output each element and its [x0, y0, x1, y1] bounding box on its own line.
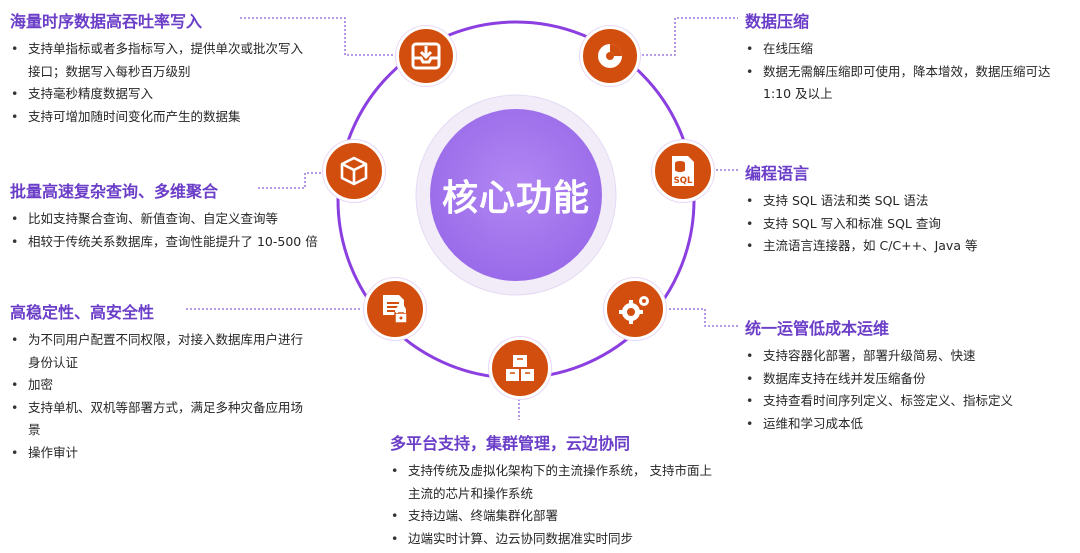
feature-title: 数据压缩: [745, 12, 810, 31]
feature-title: 编程语言: [745, 164, 810, 183]
feature-security: 高稳定性、高安全性 为不同用户配置不同权限，对接入数据库用户进行身份认证 加密 …: [10, 299, 308, 464]
list-item: 比如支持聚合查询、新值查询、自定义查询等: [10, 208, 340, 231]
feature-query: 批量高速复杂查询、多维聚合 比如支持聚合查询、新值查询、自定义查询等 相较于传统…: [10, 178, 340, 253]
list-item: 主流语言连接器，如 C/C++、Java 等: [745, 235, 1065, 258]
connector-compress: [630, 17, 738, 56]
feature-title: 多平台支持，集群管理，云边协同: [390, 434, 631, 453]
list-item: 支持单机、双机等部署方式，满足多种灾备应用场景: [10, 397, 308, 442]
list-item: 相较于传统关系数据库，查询性能提升了 10-500 倍: [10, 231, 340, 254]
list-item: 操作审计: [10, 442, 308, 465]
list-item: 数据无需解压缩即可使用，降本增效，数据压缩可达 1:10 及以上: [745, 61, 1065, 106]
list-item: 支持传统及虚拟化架构下的主流操作系统， 支持市面上主流的芯片和操作系统: [390, 460, 715, 505]
list-item: 支持查看时间序列定义、标签定义、指标定义: [745, 390, 1065, 413]
disc-icon: [580, 26, 640, 86]
list-item: 边端实时计算、边云协同数据准实时同步: [390, 528, 715, 551]
connector-write: [240, 17, 399, 56]
center-disc: [430, 109, 602, 281]
list-item: 支持 SQL 语法和类 SQL 语法: [745, 190, 1065, 213]
feature-title: 高稳定性、高安全性: [10, 303, 155, 322]
connector-ops: [661, 308, 738, 327]
feature-write: 海量时序数据高吞吐率写入 支持单指标或者多指标写入，提供单次或批次写入接口；数据…: [10, 8, 308, 128]
feature-language: 编程语言 支持 SQL 语法和类 SQL 语法 支持 SQL 写入和标准 SQL…: [745, 160, 1065, 258]
document-lock-icon: [364, 278, 426, 340]
list-item: 为不同用户配置不同权限，对接入数据库用户进行身份认证: [10, 329, 308, 374]
feature-title: 统一运管低成本运维: [745, 319, 890, 338]
list-item: 支持可增加随时间变化而产生的数据集: [10, 106, 308, 129]
center-title: 核心功能: [441, 178, 590, 219]
feature-title: 批量高速复杂查询、多维聚合: [10, 182, 219, 201]
list-item: 支持边端、终端集群化部署: [390, 505, 715, 528]
feature-title: 海量时序数据高吞吐率写入: [10, 12, 203, 31]
list-item: 支持毫秒精度数据写入: [10, 83, 308, 106]
cube-icon: [323, 140, 385, 202]
gears-icon: [604, 278, 666, 340]
list-item: 支持 SQL 写入和标准 SQL 查询: [745, 213, 1065, 236]
feature-ops: 统一运管低成本运维 支持容器化部署，部署升级简易、快速 数据库支持在线并发压缩备…: [745, 315, 1065, 435]
sql-icon-label: SQL: [674, 176, 693, 186]
list-item: 运维和学习成本低: [745, 413, 1065, 436]
inbox-download-icon: [396, 26, 456, 86]
list-item: 在线压缩: [745, 38, 1065, 61]
list-item: 数据库支持在线并发压缩备份: [745, 368, 1065, 391]
sql-file-icon: SQL: [652, 140, 714, 202]
list-item: 支持容器化部署，部署升级简易、快速: [745, 345, 1065, 368]
list-item: 支持单指标或者多指标写入，提供单次或批次写入接口；数据写入每秒百万级别: [10, 38, 308, 83]
stacked-boxes-icon: [489, 337, 551, 399]
feature-platform: 多平台支持，集群管理，云边协同 支持传统及虚拟化架构下的主流操作系统， 支持市面…: [390, 430, 715, 550]
list-item: 加密: [10, 374, 308, 397]
feature-compression: 数据压缩 在线压缩 数据无需解压缩即可使用，降本增效，数据压缩可达 1:10 及…: [745, 8, 1065, 106]
